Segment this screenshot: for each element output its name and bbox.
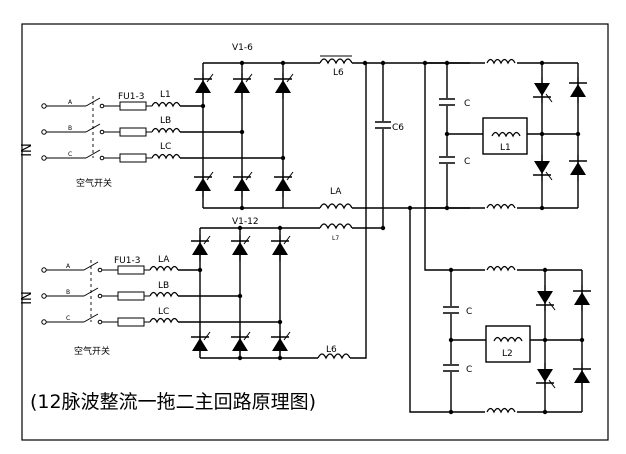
lower-in-label: IN (20, 291, 35, 305)
inv2-load-label: L2 (502, 349, 513, 359)
upper-choke-top-label: L6 (333, 68, 344, 78)
lower-fuse-label: FU1-3 (114, 256, 140, 266)
upper-reactor-c: LC (160, 142, 171, 152)
upper-bridge-v1-6: V1-6 (193, 43, 320, 211)
upper-fuse-a (119, 101, 147, 111)
lower-choke-bottom-label: L6 (326, 345, 337, 355)
upper-reactor-a: L1 (160, 90, 171, 100)
lower-switch-label: 空气开关 (74, 345, 110, 357)
lower-phase-b: B (66, 289, 70, 296)
upper-switch-label: 空气开关 (76, 177, 112, 189)
upper-bridge-label: V1-6 (232, 43, 253, 53)
inv1-load-label: L1 (500, 143, 511, 153)
lower-phase-c: C (66, 315, 70, 322)
inv1-cap-bottom-label: C (464, 157, 470, 167)
diagram-border (21, 23, 609, 441)
upper-phase-b: B (68, 125, 72, 132)
upper-in-label: IN (20, 143, 35, 157)
lower-reactor-b: LB (158, 281, 169, 291)
upper-fuse-label: FU1-3 (118, 92, 144, 102)
lower-bridge-v1-12: V1-12 (190, 217, 320, 361)
upper-reactor-b: LB (160, 116, 171, 126)
lower-input-section: IN A B C FU1-3 LA LB LC 空气开关 (20, 255, 179, 357)
lower-fuse-b (117, 291, 145, 301)
inv2-cap-top-label: C (466, 307, 472, 317)
lower-fuse-a (117, 265, 145, 275)
inverter-2: C C L2 (442, 265, 592, 415)
inv1-load-box (482, 117, 528, 155)
upper-fuse-b (119, 127, 147, 137)
upper-input-section: IN A B C FU1-3 L1 LB LC 空气开关 (20, 90, 181, 189)
lower-air-switch (83, 260, 103, 325)
upper-fuse-c (119, 153, 147, 163)
lower-fuse-c (117, 317, 145, 327)
upper-air-switch (85, 96, 105, 161)
lower-bridge-label: V1-12 (232, 217, 259, 227)
diagram-caption: (12脉波整流一拖二主回路原理图) (30, 391, 316, 413)
lower-phase-a: A (66, 263, 71, 270)
lower-choke-top-label: L7 (332, 235, 339, 242)
upper-choke-bottom-label: LA (330, 187, 342, 197)
lower-reactor-c: LC (158, 307, 169, 317)
inv1-cap-top-label: C (464, 99, 470, 109)
inverter-1: C C L1 (425, 58, 588, 211)
upper-phase-c: C (68, 151, 72, 158)
lower-reactor-a: LA (158, 255, 170, 265)
inv2-load-box (485, 325, 531, 363)
dc-cap-label: C6 (392, 123, 404, 133)
upper-phase-a: A (68, 99, 73, 106)
inv2-cap-bottom-label: C (466, 365, 472, 375)
